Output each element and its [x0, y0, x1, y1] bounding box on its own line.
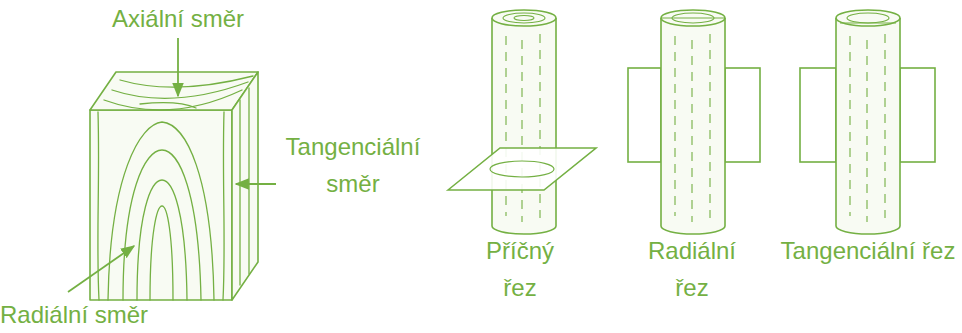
- grain-dash: [709, 34, 710, 218]
- log-top: [492, 10, 556, 26]
- cutting-plane: [628, 68, 661, 162]
- cut-line: [661, 17, 725, 18]
- grain-dash: [674, 36, 675, 216]
- grain-dash: [691, 40, 692, 222]
- cutting-plane: [448, 148, 596, 190]
- cut-outline: [490, 161, 554, 177]
- cutting-plane: [900, 68, 935, 162]
- direction-arrow: [236, 183, 276, 185]
- grain-arch: [150, 206, 173, 300]
- grain-dash: [521, 40, 522, 222]
- growth-ring: [503, 13, 545, 23]
- block-side-face: [232, 72, 258, 300]
- ring-line: [112, 82, 248, 98]
- direction-label: Tangenciální směr: [258, 128, 448, 202]
- section-label: Příčný řez: [470, 232, 570, 306]
- ring-line: [140, 103, 196, 108]
- grain-arch: [123, 150, 201, 300]
- grain-arch: [137, 180, 187, 300]
- section-label: Radiální řez: [636, 232, 748, 306]
- grain-line: [248, 88, 249, 274]
- log-top: [661, 10, 725, 26]
- log-body: [492, 18, 556, 234]
- grain-arch: [108, 122, 214, 300]
- cutting-plane: [800, 68, 836, 162]
- direction-label: Axiální směr: [78, 0, 278, 37]
- block-front-face: [90, 110, 232, 300]
- growth-ring: [847, 13, 889, 23]
- log-body: [836, 18, 900, 234]
- direction-arrow: [177, 38, 179, 96]
- grain-line: [239, 100, 240, 285]
- direction-label: Radiální směr: [0, 296, 180, 333]
- grain-line: [223, 112, 224, 300]
- log-top: [836, 10, 900, 26]
- direction-arrow: [68, 246, 134, 292]
- log-body: [661, 18, 725, 234]
- ring-line: [120, 76, 253, 87]
- grain-dash: [884, 34, 885, 218]
- growth-ring: [514, 16, 534, 21]
- cut-line: [840, 22, 896, 23]
- section-label: Tangenciální řez: [778, 232, 958, 269]
- grain-dash: [866, 40, 867, 222]
- grain-dash: [849, 36, 850, 216]
- block-top-face: [90, 72, 258, 110]
- cutting-plane: [725, 68, 760, 162]
